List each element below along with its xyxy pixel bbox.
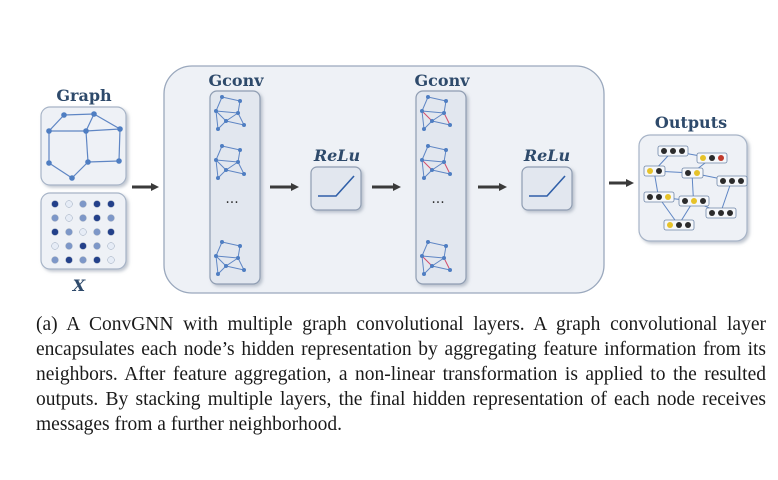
- feature-dot: [93, 200, 101, 208]
- feature-dot: [79, 242, 87, 250]
- gconv-2-column: [415, 90, 467, 285]
- output-node: [705, 207, 737, 219]
- mini-graph: [420, 240, 452, 276]
- feature-dot: [107, 228, 115, 236]
- feature-dot: [65, 256, 73, 264]
- feature-dot: [65, 242, 73, 250]
- relu-2-label: ReLu: [523, 146, 570, 165]
- mini-graph: [214, 95, 246, 131]
- feature-dot: [107, 242, 115, 250]
- relu-1-curve: [318, 175, 355, 197]
- feature-dot: [93, 214, 101, 222]
- outputs-graph: [643, 145, 748, 231]
- feature-dot: [79, 200, 87, 208]
- feature-dot: [65, 228, 73, 236]
- feature-dot: [107, 200, 115, 208]
- relu-2-box: [521, 166, 573, 211]
- gconv-1-graphs: [214, 95, 246, 276]
- feature-dot: [65, 214, 73, 222]
- output-node: [663, 219, 695, 231]
- output-node: [681, 167, 704, 179]
- mini-graph: [420, 144, 452, 180]
- figure-caption: (a) A ConvGNN with multiple graph convol…: [36, 314, 766, 435]
- feature-dot: [65, 200, 73, 208]
- feature-dot: [93, 256, 101, 264]
- outputs-label: Outputs: [655, 113, 727, 132]
- gconv-1-label: Gconv: [208, 71, 264, 90]
- feature-dot: [79, 228, 87, 236]
- graph-label: Graph: [56, 86, 112, 105]
- gconv-2-graphs: [420, 95, 452, 276]
- feature-dot: [79, 256, 87, 264]
- feature-matrix: [51, 200, 115, 264]
- gconv-1-column: [209, 90, 261, 285]
- convgnn-diagram: Graph: [40, 65, 748, 295]
- feature-dot: [51, 228, 59, 236]
- mini-graph: [214, 144, 246, 180]
- feature-dot: [79, 214, 87, 222]
- output-node: [716, 175, 748, 187]
- mini-graph: [214, 240, 246, 276]
- x-label: X: [72, 276, 86, 295]
- output-node: [643, 191, 675, 203]
- feature-dot: [51, 214, 59, 222]
- feature-dot: [51, 242, 59, 250]
- relu-1-label: ReLu: [313, 146, 360, 165]
- gconv-2-ellipsis: ...: [431, 191, 444, 207]
- input-graph-box: [40, 106, 127, 186]
- feature-dot: [51, 200, 59, 208]
- output-node: [678, 195, 710, 207]
- gconv-1-ellipsis: ...: [225, 191, 238, 207]
- mini-graph: [420, 95, 452, 131]
- feature-dot: [107, 214, 115, 222]
- hidden-layers-panel: [163, 65, 605, 294]
- output-node: [657, 145, 689, 157]
- gconv-2-label: Gconv: [414, 71, 470, 90]
- relu-1-box: [310, 166, 362, 211]
- output-node: [696, 152, 728, 164]
- feature-dot: [93, 242, 101, 250]
- feature-dot: [107, 256, 115, 264]
- relu-2-curve: [529, 175, 566, 197]
- feature-dot: [51, 256, 59, 264]
- output-node: [643, 165, 666, 177]
- input-graph: [46, 111, 123, 181]
- feature-dot: [93, 228, 101, 236]
